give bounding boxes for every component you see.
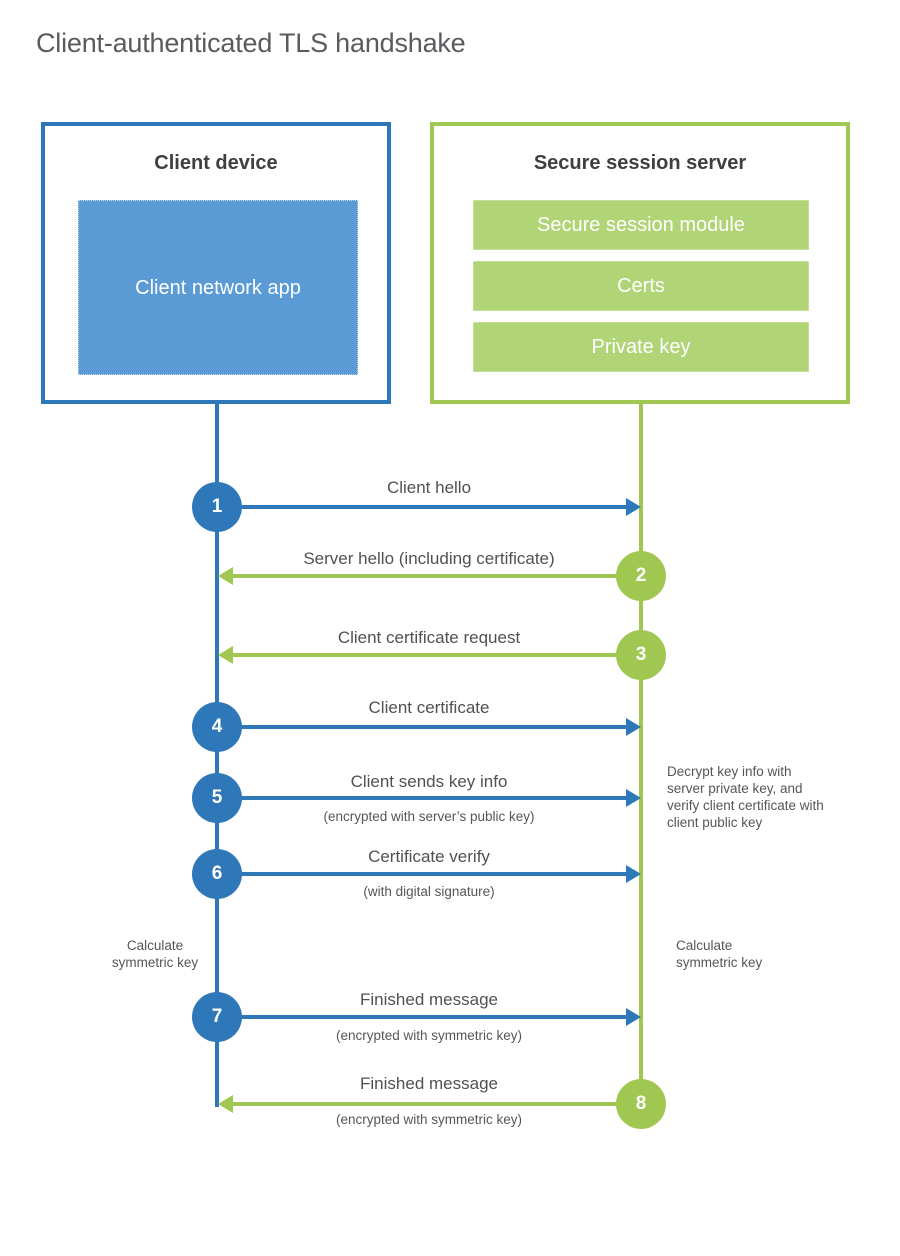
step-2-badge: 2: [616, 551, 666, 601]
step-8-arrow: [232, 1102, 616, 1106]
step-2-label: Server hello (including certificate): [303, 549, 555, 568]
arrowhead-left-icon: [218, 646, 233, 664]
step-3-arrow: [232, 653, 616, 657]
step-6-badge: 6: [192, 849, 242, 899]
secure-session-server-box: Secure session server Secure session mod…: [430, 122, 850, 404]
step-1-arrow: [242, 505, 626, 509]
step-8-sublabel: (encrypted with symmetric key): [335, 1112, 523, 1127]
step-3-badge: 3: [616, 630, 666, 680]
arrowhead-right-icon: [626, 1008, 641, 1026]
step-7-badge: 7: [192, 992, 242, 1042]
certs-bar: Certs: [473, 261, 809, 311]
client-network-app-box: Client network app: [78, 200, 358, 375]
step-1-badge: 1: [192, 482, 242, 532]
step-7-arrow: [242, 1015, 626, 1019]
arrowhead-left-icon: [218, 567, 233, 585]
arrowhead-right-icon: [626, 498, 641, 516]
step-7-label: Finished message: [360, 990, 498, 1009]
calculate-symmetric-key-note-server: Calculate symmetric key: [676, 938, 763, 970]
client-network-app-label: Client network app: [135, 276, 301, 299]
step-5-sublabel: (encrypted with server’s public key): [323, 809, 535, 824]
step-6-sublabel: (with digital signature): [363, 884, 495, 899]
arrowhead-right-icon: [626, 865, 641, 883]
step-8-badge: 8: [616, 1079, 666, 1129]
calculate-symmetric-key-note-client: Calculate symmetric key: [111, 938, 199, 970]
step-6-label: Certificate verify: [368, 847, 490, 866]
step-3-label: Client certificate request: [337, 628, 521, 647]
server-lifeline: [639, 404, 643, 1104]
client-device-title: Client device: [154, 152, 278, 174]
client-device-box: Client device Client network app: [41, 122, 391, 404]
step-8-label: Finished message: [360, 1074, 498, 1093]
step-7-sublabel: (encrypted with symmetric key): [335, 1028, 523, 1043]
secure-session-module-bar: Secure session module: [473, 200, 809, 250]
arrowhead-right-icon: [626, 789, 641, 807]
step-4-badge: 4: [192, 702, 242, 752]
arrowhead-left-icon: [218, 1095, 233, 1113]
step-5-label: Client sends key info: [350, 772, 508, 791]
decrypt-note: Decrypt key info with server private key…: [667, 764, 824, 830]
step-5-badge: 5: [192, 773, 242, 823]
step-6-arrow: [242, 872, 626, 876]
private-key-bar: Private key: [473, 322, 809, 372]
step-4-label: Client certificate: [368, 698, 490, 717]
step-2-arrow: [232, 574, 616, 578]
step-5-arrow: [242, 796, 626, 800]
client-lifeline: [215, 404, 219, 1107]
secure-session-server-title: Secure session server: [533, 152, 747, 174]
page-title: Client-authenticated TLS handshake: [36, 28, 466, 58]
arrowhead-right-icon: [626, 718, 641, 736]
step-4-arrow: [242, 725, 626, 729]
step-1-label: Client hello: [386, 478, 472, 497]
